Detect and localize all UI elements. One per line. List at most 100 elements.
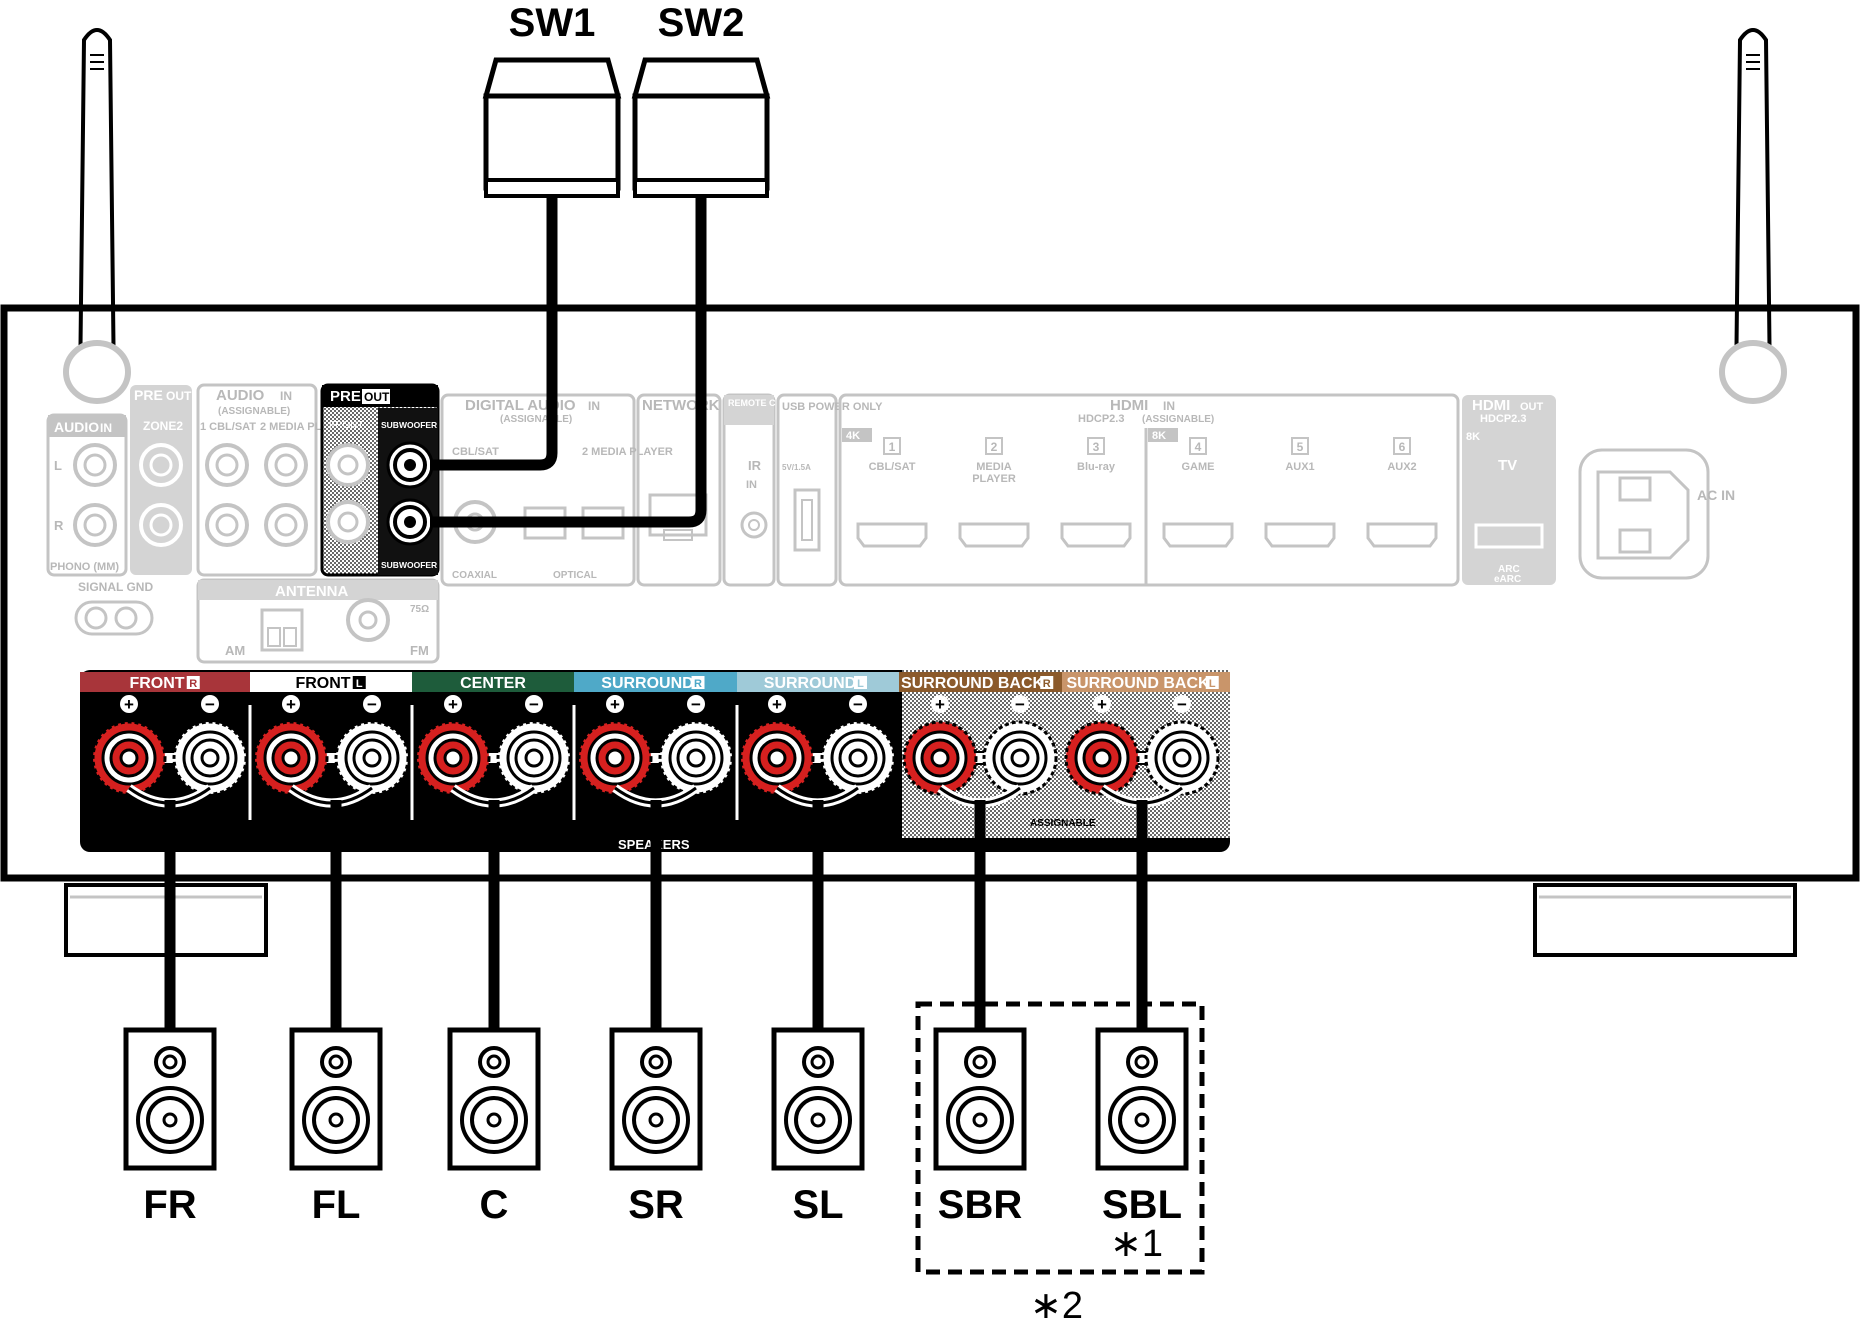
assignable-label: (ASSIGNABLE) [218, 406, 290, 417]
hdmi-port-number: 1 [889, 440, 896, 454]
optical-label: OPTICAL [553, 570, 597, 581]
minus-marker [1173, 695, 1191, 713]
audio-in-label: AUDIO [54, 419, 99, 435]
speaker-c: C [447, 1027, 541, 1227]
hdmi-port-number-box [883, 437, 901, 455]
terminal-band-label: SURROUND [764, 675, 856, 692]
terminal-band-label: SURROUND [601, 675, 693, 692]
plus-sign: + [124, 695, 134, 714]
plus-sign: + [1097, 695, 1107, 714]
speaker-tweeter-center [486, 1054, 502, 1070]
speaker-woofer-center [810, 1112, 826, 1128]
subwoofer-base [633, 178, 769, 198]
subwoofer-label: SW2 [658, 1, 745, 45]
remote-title: REMOTE CONTROL [728, 398, 814, 408]
plus-marker [1093, 695, 1111, 713]
remote-ir: IR [748, 458, 762, 473]
hdmi-port-socket [1264, 522, 1336, 548]
audio-assignable-panel: AUDIO IN (ASSIGNABLE) 1 CBL/SAT 2 MEDIA … [196, 383, 351, 577]
plus-terminal-post [281, 748, 301, 768]
hdmi-port-label: AUX1 [1285, 461, 1314, 473]
hdmi-port-number-box [1291, 437, 1309, 455]
terminal-band [899, 672, 1062, 692]
hdmi-port-number: 6 [1399, 440, 1406, 454]
plus-terminal-post [605, 748, 625, 768]
audio-ch-r: R [54, 518, 64, 533]
hdmi-in-tag: IN [1163, 399, 1175, 413]
hdmi-port-number-box [1393, 437, 1411, 455]
subwoofer-base [484, 178, 620, 198]
minus-sign: − [529, 695, 539, 714]
hdmi-port-number: 3 [1093, 440, 1100, 454]
digital-media-player: 2 MEDIA PLAYER [582, 446, 673, 458]
audio-in-tag: IN [100, 421, 112, 435]
speaker-cables [164, 800, 1148, 1032]
minus-sign: − [205, 695, 215, 714]
terminal-band-ch-box [352, 676, 366, 689]
plus-terminal-post [443, 748, 463, 768]
speaker-terminal-pair: +− [577, 695, 734, 808]
usb-rating: 5V/1.5A [782, 463, 811, 472]
subwoofer-top [631, 57, 771, 99]
plus-marker [282, 695, 300, 713]
speaker-tweeter-center [972, 1054, 988, 1070]
preout-sub2-label: SUBWOOFER 2 [381, 560, 445, 570]
zone2-label: ZONE2 [143, 419, 183, 433]
plus-sign: + [286, 695, 296, 714]
terminal-band-label: FRONT [295, 675, 350, 692]
terminal-band-ch-box [186, 676, 200, 689]
speaker-woofer-center [648, 1112, 664, 1128]
speaker-label: SBL [1102, 1183, 1182, 1227]
audio-assignable-label: AUDIO [216, 387, 265, 404]
antenna-label: ANTENNA [275, 583, 348, 600]
minus-marker [525, 695, 543, 713]
hdmi-in-title: HDMI [1110, 397, 1148, 414]
terminal-band-ch-box [691, 676, 705, 689]
hdmi-port-socket [1060, 522, 1132, 548]
preout-front-label: FRONT [329, 420, 363, 431]
remote-in: IN [746, 479, 757, 491]
speaker-tweeter-center [162, 1054, 178, 1070]
terminal-band-label: SURROUND BACK [1066, 675, 1210, 692]
hdmi-out-hdcp: HDCP2.3 [1480, 413, 1526, 425]
subwoofer-label: SW1 [509, 1, 596, 45]
plus-marker [444, 695, 462, 713]
speaker-label: C [480, 1183, 509, 1227]
plus-sign: + [772, 695, 782, 714]
plus-terminal-post [1092, 748, 1112, 768]
preout-zone-tag: OUT [166, 389, 192, 403]
terminal-band-label: CENTER [460, 675, 526, 692]
network-panel: NETWORK [636, 393, 722, 587]
speaker-woofer-center [1134, 1112, 1150, 1128]
speaker-terminal-pair: +− [415, 695, 572, 808]
subwoofer-top [482, 57, 622, 99]
minus-terminal-post [848, 748, 868, 768]
note-1: ∗1 [1110, 1223, 1163, 1265]
usb-title: USB POWER ONLY [782, 401, 883, 413]
ohm-label: 75Ω [410, 604, 429, 615]
subwoofer-sw2: SW2 [631, 1, 771, 198]
hdmi-port-label: PLAYER [972, 473, 1016, 485]
terminal-band [250, 672, 412, 692]
speaker-label: SR [628, 1183, 684, 1227]
hdmi-out-arc: ARC [1498, 564, 1520, 575]
speaker-terminal-pair: +− [91, 695, 248, 808]
terminal-band-ch: L [857, 678, 864, 690]
minus-sign: − [691, 695, 701, 714]
speaker-sbl: SBL [1095, 1027, 1189, 1227]
plus-marker [931, 695, 949, 713]
preout-zone-label: PRE [134, 387, 163, 403]
hdmi-port-label: MEDIA [976, 461, 1012, 473]
minus-sign: − [853, 695, 863, 714]
hdmi-port-number-box [1087, 437, 1105, 455]
terminal-band-label: SURROUND BACK [901, 675, 1045, 692]
speaker-tweeter-center [328, 1054, 344, 1070]
speaker-label: FL [312, 1183, 361, 1227]
digital-assignable: (ASSIGNABLE) [500, 414, 572, 425]
speaker-terminal-pair: +− [1064, 695, 1220, 808]
